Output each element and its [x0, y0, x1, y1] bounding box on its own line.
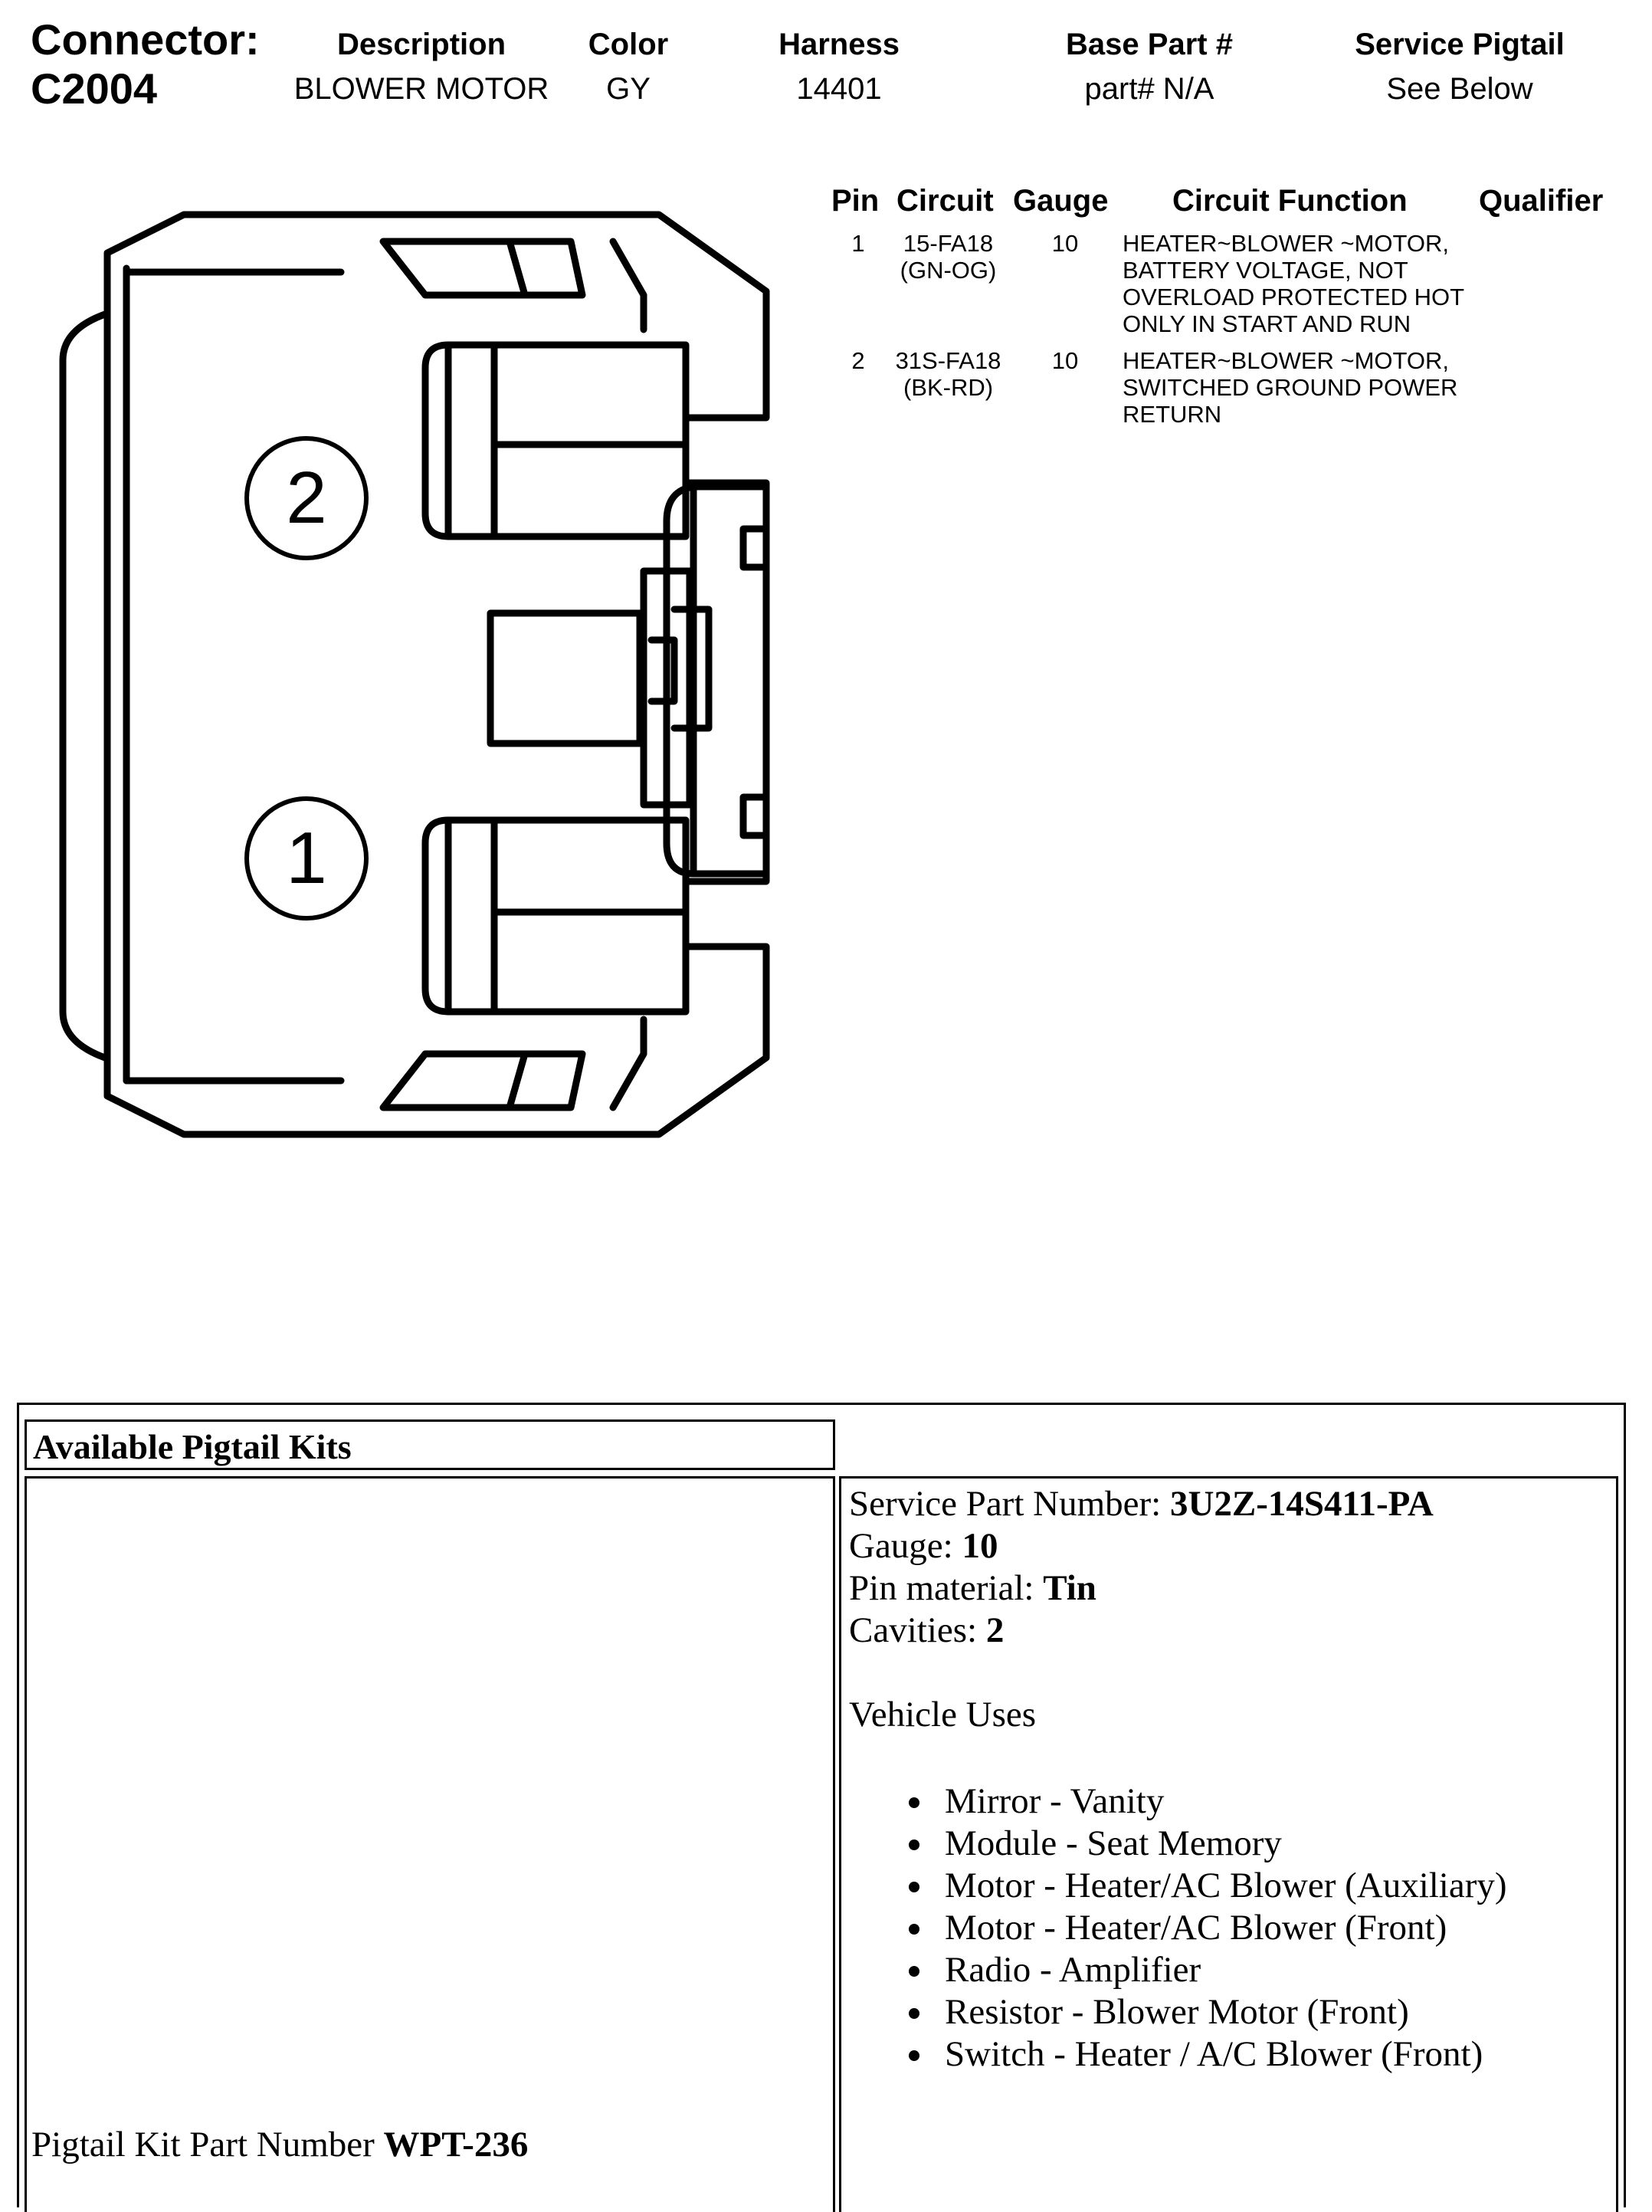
cavities-value: 2: [985, 1610, 1005, 1650]
pin-material-line: Pin material: Tin: [849, 1567, 1507, 1610]
gauge-value: 10: [1051, 347, 1079, 374]
pin-1-label: 1: [286, 817, 327, 899]
pigtail-kit-part-line: Pigtail Kit Part Number WPT-236: [31, 2124, 528, 2166]
circuit-function-line: OVERLOAD PROTECTED HOT: [1123, 284, 1465, 310]
gauge-line: Gauge: 10: [849, 1525, 1507, 1567]
vehicle-use-text: Radio - Amplifier: [945, 1950, 1201, 1990]
harness-header: Harness: [778, 28, 900, 61]
vehicle-use-text: Motor - Heater/AC Blower (Auxiliary): [945, 1866, 1507, 1905]
vehicle-use-text: Switch - Heater / A/C Blower (Front): [945, 2034, 1483, 2074]
circuit-function-line: BATTERY VOLTAGE, NOT: [1123, 257, 1408, 284]
circuit-function-line: RETURN: [1123, 401, 1222, 428]
pigtail-info: Service Part Number: 3U2Z-14S411-PA Gaug…: [849, 1483, 1507, 2076]
gauge-number: 10: [962, 1526, 998, 1566]
bullet-icon: [909, 1797, 919, 1808]
list-item: Radio - Amplifier: [849, 1949, 1507, 1991]
pin-1-marker: [244, 796, 369, 921]
list-item: Switch - Heater / A/C Blower (Front): [849, 2033, 1507, 2076]
list-item: Motor - Heater/AC Blower (Front): [849, 1907, 1507, 1949]
vehicle-use-text: Resistor - Blower Motor (Front): [945, 1992, 1409, 2032]
pigtail-title: Available Pigtail Kits: [33, 1427, 352, 1466]
gauge-value: 10: [1051, 230, 1079, 257]
pin-material-label: Pin material:: [849, 1568, 1044, 1608]
list-item: Motor - Heater/AC Blower (Auxiliary): [849, 1865, 1507, 1907]
pigtail-title-cell: Available Pigtail Kits: [25, 1419, 835, 1470]
service-pigtail-header: Service Pigtail: [1355, 28, 1565, 61]
pin-2-label: 2: [286, 457, 327, 539]
service-part-number: 3U2Z-14S411-PA: [1169, 1484, 1434, 1524]
cavities-line: Cavities: 2: [849, 1610, 1507, 1652]
description-header: Description: [336, 28, 506, 61]
list-item: Mirror - Vanity: [849, 1780, 1507, 1823]
cavities-label: Cavities:: [849, 1610, 986, 1650]
bullet-icon: [909, 2008, 919, 2019]
bullet-icon: [909, 1924, 919, 1935]
pigtail-kit-part-label: Pigtail Kit Part Number: [31, 2125, 384, 2164]
vehicle-use-text: Module - Seat Memory: [945, 1823, 1282, 1863]
service-part-line: Service Part Number: 3U2Z-14S411-PA: [849, 1483, 1507, 1525]
service-pigtail-value: See Below: [1386, 72, 1533, 106]
qualifier-col-header: Qualifier: [1479, 184, 1604, 218]
circuit-col-header: Circuit: [896, 184, 994, 218]
service-part-label: Service Part Number:: [849, 1484, 1170, 1524]
circuit-function-line: ONLY IN START AND RUN: [1123, 310, 1411, 337]
pigtail-kit-part-number: WPT-236: [383, 2125, 529, 2164]
connector-label: Connector:: [31, 15, 260, 64]
pigtail-info-cell: Service Part Number: 3U2Z-14S411-PA Gaug…: [839, 1476, 1618, 2212]
bullet-icon: [909, 1840, 919, 1850]
gauge-col-header: Gauge: [1013, 184, 1109, 218]
description-value: BLOWER MOTOR: [293, 72, 549, 106]
vehicle-uses-list: Mirror - Vanity Module - Seat Memory Mot…: [849, 1780, 1507, 2076]
connector-face-diagram: [59, 211, 770, 1138]
bullet-icon: [909, 1882, 919, 1892]
pin-col-header: Pin: [831, 184, 880, 218]
vehicle-use-text: Motor - Heater/AC Blower (Front): [945, 1908, 1447, 1948]
color-value: GY: [606, 72, 651, 106]
base-part-value: part# N/A: [1084, 72, 1214, 106]
pin-number: 2: [851, 347, 865, 374]
color-header: Color: [588, 28, 669, 61]
circuit-id: 31S-FA18: [895, 347, 1001, 374]
function-col-header: Circuit Function: [1172, 184, 1408, 218]
bullet-icon: [909, 2050, 919, 2061]
pigtail-image-cell: Pigtail Kit Part Number WPT-236: [25, 1476, 835, 2212]
pin-number: 1: [851, 230, 865, 257]
circuit-function-line: HEATER~BLOWER ~MOTOR,: [1123, 230, 1450, 257]
circuit-id: 15-FA18: [903, 230, 994, 257]
circuit-function-line: HEATER~BLOWER ~MOTOR,: [1123, 347, 1450, 374]
gauge-label: Gauge:: [849, 1526, 962, 1566]
list-item: Resistor - Blower Motor (Front): [849, 1991, 1507, 2033]
pin-material-value: Tin: [1043, 1568, 1096, 1608]
bullet-icon: [909, 1966, 919, 1977]
list-item: Module - Seat Memory: [849, 1823, 1507, 1865]
vehicle-uses-heading: Vehicle Uses: [849, 1695, 1037, 1734]
connector-id: C2004: [31, 64, 158, 113]
base-part-header: Base Part #: [1066, 28, 1233, 61]
circuit-color: (GN-OG): [900, 257, 997, 284]
circuit-function-line: SWITCHED GROUND POWER: [1123, 374, 1458, 401]
pigtail-kits-table: [17, 1403, 1626, 2207]
vehicle-use-text: Mirror - Vanity: [945, 1781, 1165, 1821]
pin-2-marker: [244, 436, 369, 560]
circuit-color: (BK-RD): [903, 374, 994, 401]
harness-value: 14401: [796, 72, 882, 106]
